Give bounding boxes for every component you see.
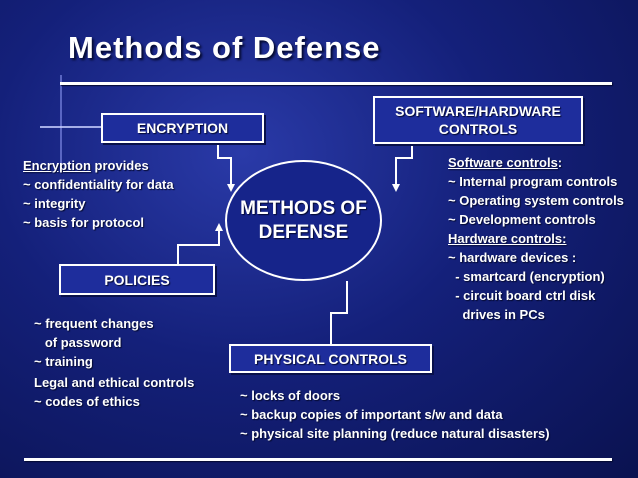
physical-item: ~ backup copies of important s/w and dat… (240, 407, 503, 422)
software-hardware-connector (392, 144, 413, 192)
encryption-item: ~ basis for protocol (23, 215, 144, 230)
hardware-heading: Hardware controls: (448, 231, 567, 246)
software-hardware-box: SOFTWARE/HARDWARE CONTROLS (373, 96, 583, 144)
encryption-item: ~ confidentiality for data (23, 177, 174, 192)
software-hardware-box-line2: CONTROLS (438, 121, 518, 137)
software-item: ~ Development controls (448, 212, 596, 227)
policies-item: ~ frequent changes (34, 316, 154, 331)
encryption-heading: Encryption (23, 158, 91, 173)
encryption-item: ~ integrity (23, 196, 86, 211)
encryption-connector (217, 143, 235, 192)
encryption-heading-suffix: provides (90, 158, 149, 173)
physical-controls-box: PHYSICAL CONTROLS (229, 344, 432, 373)
policies-box-label: POLICIES (104, 271, 170, 288)
software-hardware-description: Software controls: ~ Internal program co… (448, 153, 624, 324)
physical-controls-description: ~ locks of doors ~ backup copies of impo… (240, 386, 550, 443)
footer-rule (24, 458, 612, 461)
decorative-vertical-line (60, 75, 62, 165)
physical-item: ~ locks of doors (240, 388, 341, 403)
software-heading-line: Software controls: (448, 153, 624, 172)
physical-item: ~ physical site planning (reduce natural… (240, 426, 550, 441)
software-heading-colon: : (557, 155, 563, 170)
encryption-box: ENCRYPTION (101, 113, 264, 143)
center-label-line1: METHODS OF (240, 197, 367, 219)
policies-item: of password (34, 335, 122, 350)
software-heading: Software controls (448, 155, 558, 170)
software-item: ~ Operating system controls (448, 193, 624, 208)
encryption-heading-line: Encryption provides (23, 156, 174, 175)
encryption-description: Encryption provides ~ confidentiality fo… (23, 156, 174, 232)
hardware-item: - circuit board ctrl disk (448, 288, 596, 303)
software-item: ~ Internal program controls (448, 174, 618, 189)
legal-item: ~ codes of ethics (34, 394, 140, 409)
software-hardware-box-line1: SOFTWARE/HARDWARE (395, 103, 561, 119)
physical-connector (330, 281, 348, 344)
center-label-line2: DEFENSE (258, 221, 349, 243)
hardware-item: ~ hardware devices : (448, 250, 577, 265)
policies-description: ~ frequent changes of password ~ trainin… (34, 314, 194, 411)
decorative-horizontal-line (40, 126, 102, 128)
legal-item: Legal and ethical controls (34, 375, 195, 390)
policies-connector (177, 223, 223, 264)
policies-item: ~ training (34, 354, 93, 369)
title-rule (60, 82, 612, 85)
slide-title: Methods of Defense (68, 30, 381, 65)
hardware-item: drives in PCs (448, 307, 545, 322)
methods-of-defense-ellipse: METHODS OF DEFENSE (225, 160, 382, 281)
policies-box: POLICIES (59, 264, 215, 295)
physical-controls-box-label: PHYSICAL CONTROLS (254, 350, 407, 367)
encryption-box-label: ENCRYPTION (136, 120, 229, 136)
hardware-item: - smartcard (encryption) (448, 269, 605, 284)
